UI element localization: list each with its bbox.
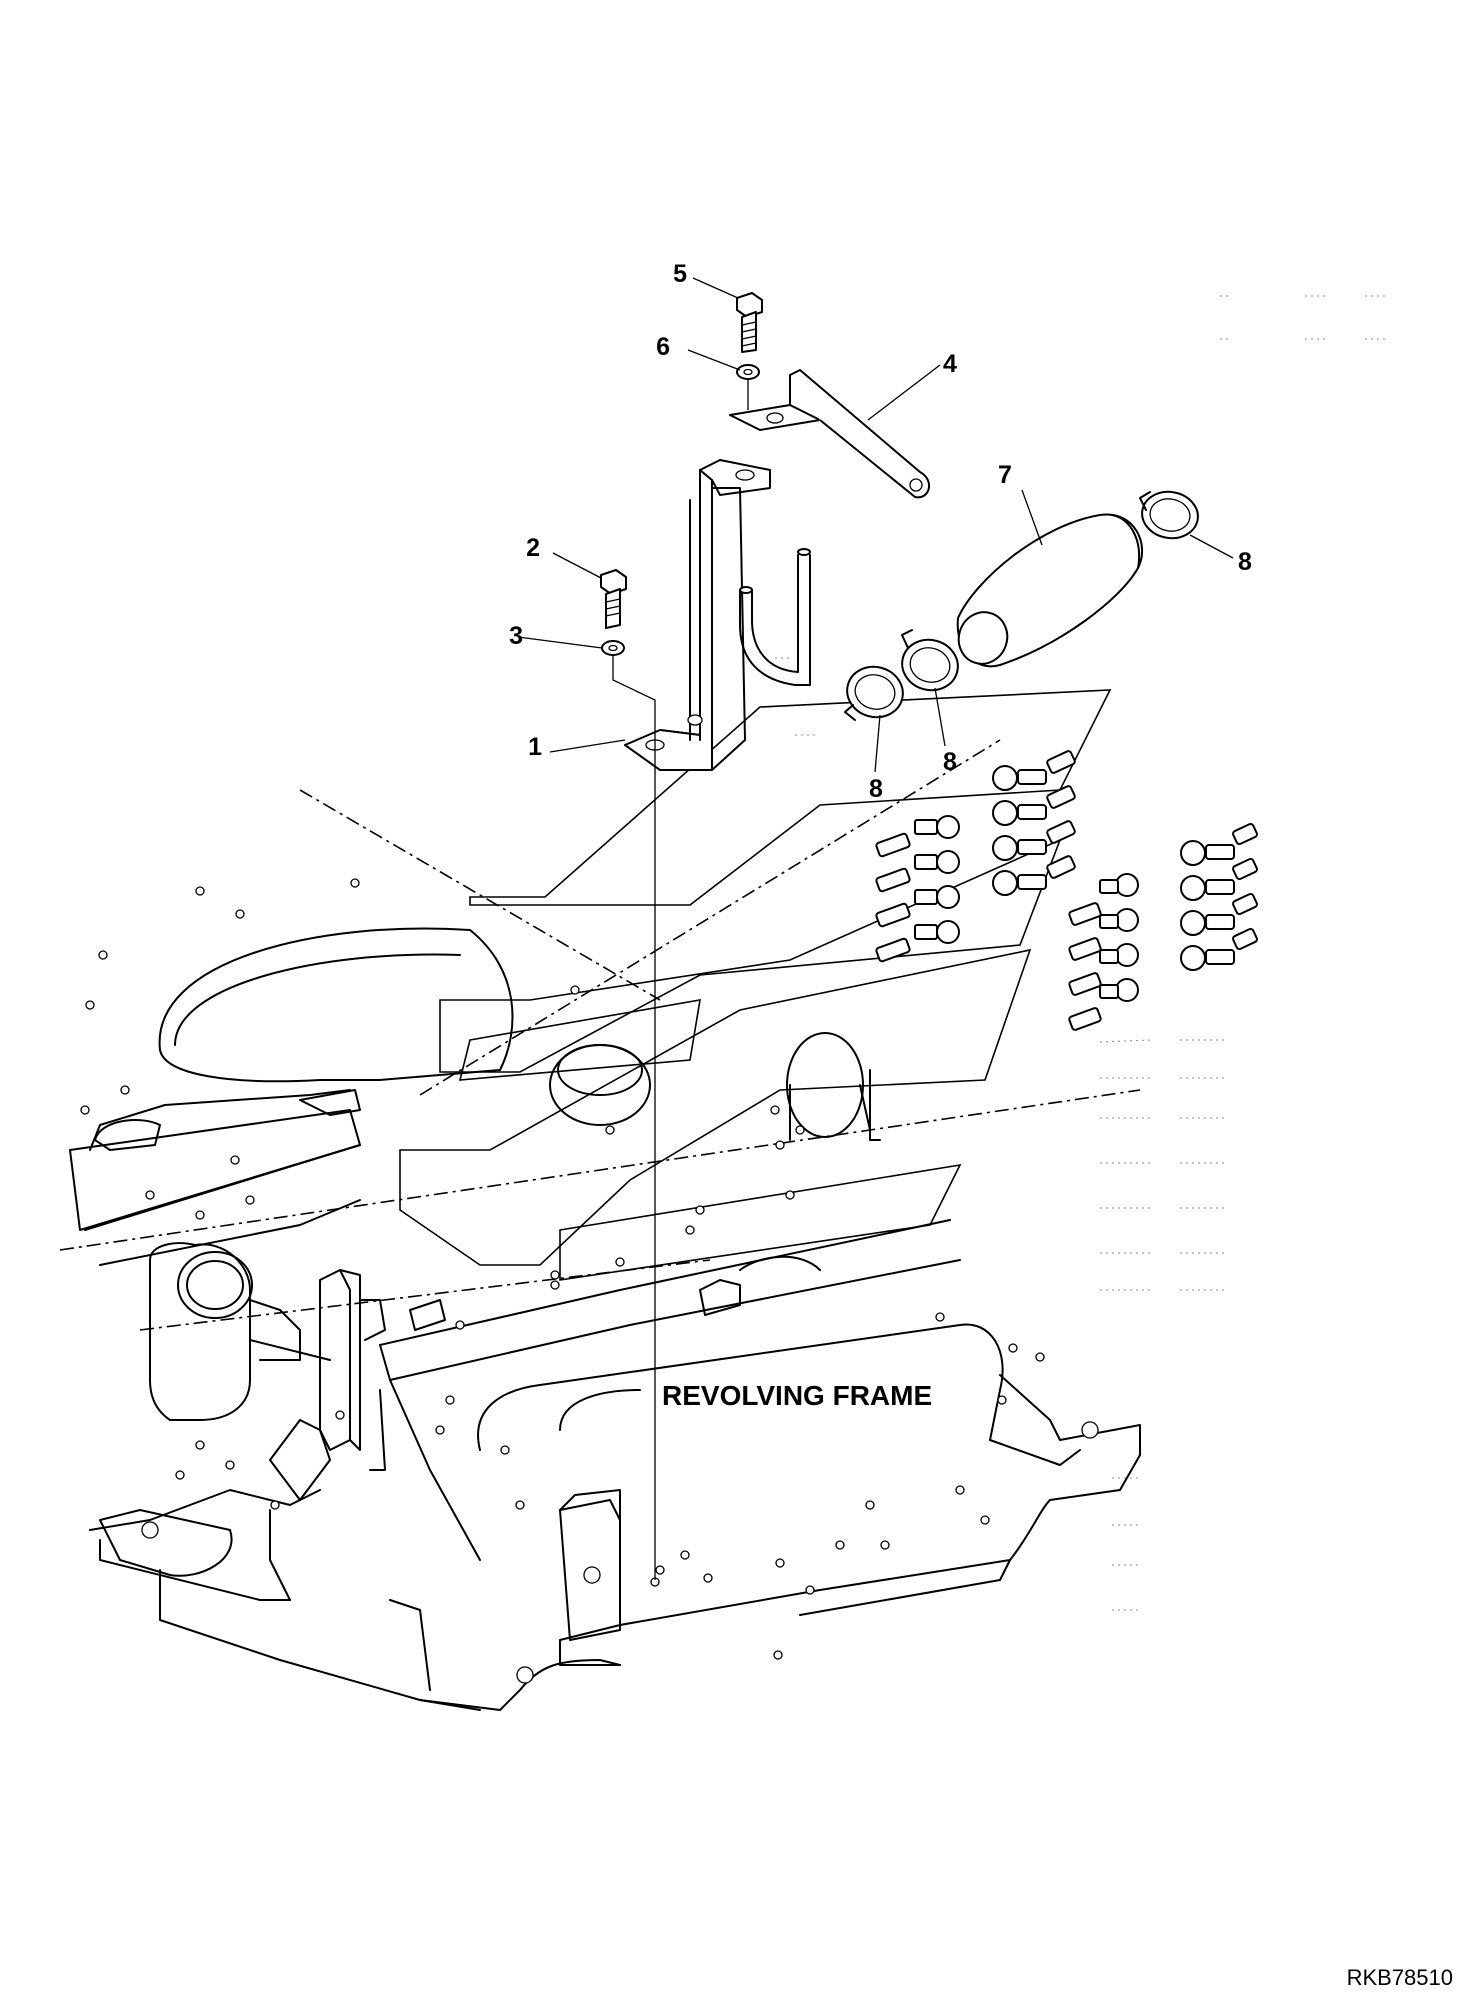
part-3-washer	[601, 640, 625, 656]
fitting-cluster-b	[992, 750, 1076, 896]
leader-lines	[517, 277, 1234, 1580]
callout-2: 2	[526, 534, 540, 562]
callout-5: 5	[673, 260, 687, 288]
fittings-group	[775, 295, 1385, 1611]
part-8-clamp-center	[901, 629, 959, 692]
part-6-washer	[736, 364, 760, 380]
callout-8-top-right: 8	[1238, 548, 1252, 576]
fitting-cluster-a	[875, 815, 960, 963]
frame-bolt-holes	[80, 878, 1099, 1684]
callout-4: 4	[943, 350, 957, 378]
part-7-grip	[956, 513, 1144, 668]
callout-8-left: 8	[869, 775, 883, 803]
part-2-bolt	[600, 569, 627, 629]
fitting-cluster-d	[1180, 822, 1258, 971]
part-8-clamp-top-right	[1139, 490, 1199, 540]
callout-3: 3	[509, 622, 523, 650]
part-8-clamp-left	[844, 665, 904, 721]
callout-1: 1	[528, 733, 542, 761]
part-5-bolt	[736, 292, 763, 353]
faint-marks	[775, 295, 1385, 1611]
fitting-cluster-c	[1068, 873, 1139, 1031]
revolving-frame	[59, 739, 1141, 1711]
callout-6: 6	[656, 333, 670, 361]
drawing-number: RKB78510	[1347, 1965, 1453, 1990]
callouts: 1 2 3 4 5 6 7 8 8 8	[509, 260, 1252, 803]
part-4-arm	[729, 369, 930, 499]
revolving-frame-label: REVOLVING FRAME	[662, 1380, 932, 1411]
part-1-stand-bracket	[624, 459, 811, 771]
callout-7: 7	[998, 461, 1012, 489]
callout-8-center: 8	[943, 748, 957, 776]
